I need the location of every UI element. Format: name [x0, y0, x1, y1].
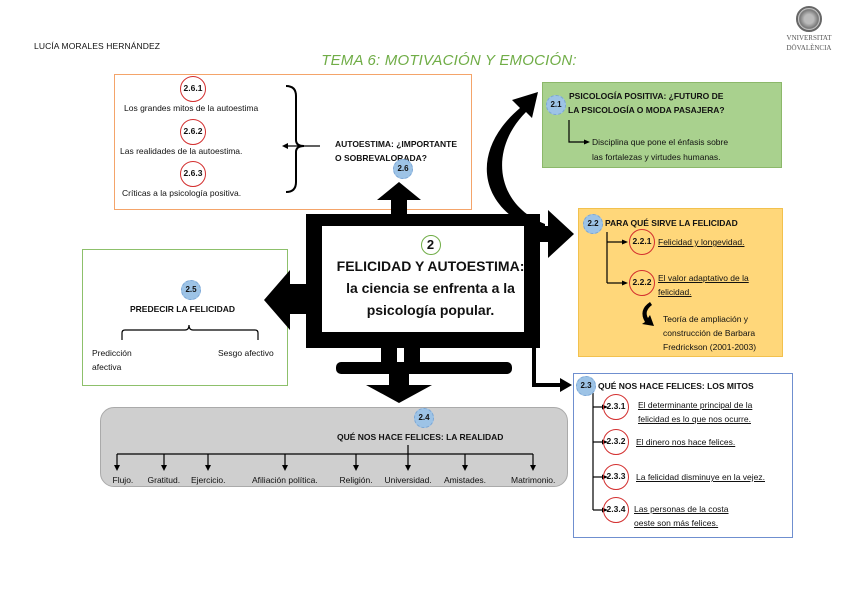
- logo-line1: VNIVERSITAT: [786, 34, 832, 42]
- title-2-1-line2: LA PSICOLOGÍA O MODA PASAJERA?: [568, 105, 725, 115]
- badge-2-2-1: 2.2.1: [629, 229, 655, 255]
- desc-2-1-line1: Disciplina que pone el énfasis sobre: [592, 137, 729, 147]
- university-seal-icon: [796, 6, 822, 32]
- arrow-down-2-4: [366, 374, 432, 403]
- box-autoestima: [114, 74, 472, 210]
- badge-2-4: 2.4: [414, 408, 434, 428]
- badge-2-2-2: 2.2.2: [629, 270, 655, 296]
- tree-2-4-arrowhead: [405, 465, 411, 471]
- box-psicologia-positiva: [542, 82, 782, 168]
- item-2-4: Gratitud.: [147, 475, 181, 485]
- item-2-3-4-line2: oeste son más felices.: [634, 518, 719, 528]
- badge-2-2: 2.2: [583, 214, 603, 234]
- badge-2-5: 2.5: [181, 280, 201, 300]
- item-2-3-3: La felicidad disminuye en la vejez.: [636, 472, 765, 482]
- item-2-3-4-line1: Las personas de la costa: [634, 504, 729, 514]
- right-2-5: Sesgo afectivo: [218, 348, 274, 358]
- arrow-up-2-6: [377, 182, 421, 214]
- arrow-left-2-5: [264, 270, 306, 330]
- curved-note-arrow-2-2: [642, 302, 654, 326]
- monitor-base: [336, 362, 512, 374]
- item-2-2-2-line1: El valor adaptativo de la: [658, 273, 749, 283]
- item-2-2-2-line2: felicidad.: [658, 287, 692, 297]
- box-realidad: [100, 407, 568, 487]
- bracket-2-5: [121, 324, 259, 340]
- badge-2-3-4: 2.3.4: [603, 497, 629, 523]
- item-2-3-2: El dinero nos hace felices.: [636, 437, 736, 447]
- center-line-3: psicología popular.: [366, 302, 495, 318]
- desc-2-1-line2: las fortalezas y virtudes humanas.: [592, 152, 721, 162]
- center-topic: 2 FELICIDAD Y AUTOESTIMA: la ciencia se …: [318, 235, 543, 321]
- logo-line2: DÖVALÈNCIA: [786, 44, 832, 52]
- arrow-head-2-3: [560, 378, 572, 392]
- badge-2-6-2: 2.6.2: [180, 119, 206, 145]
- badge-2-6-1: 2.6.1: [180, 76, 206, 102]
- badge-2-3-2: 2.3.2: [603, 429, 629, 455]
- monitor-neck-2: [404, 348, 420, 362]
- item-2-4: Matrimonio.: [511, 475, 556, 485]
- title-2-5: PREDECIR LA FELICIDAD: [130, 304, 235, 314]
- arrow-curved-2-1: [486, 92, 545, 234]
- item-2-4: Universidad.: [384, 475, 432, 485]
- author-name: LUCÍA MORALES HERNÁNDEZ: [34, 41, 161, 51]
- item-2-4: Afiliación política.: [252, 475, 318, 485]
- item-2-3-1-line2: felicidad es lo que nos ocurre.: [638, 414, 751, 424]
- title-2-6-line1: AUTOESTIMA: ¿IMPORTANTE: [335, 139, 457, 149]
- tree-2-4-arrowhead: [282, 465, 288, 471]
- tree-2-4-arrowhead: [161, 465, 167, 471]
- box-predecir: [82, 249, 288, 386]
- item-2-4: Flujo.: [112, 475, 134, 485]
- badge-2-6: 2.6: [393, 159, 413, 179]
- title-2-2: PARA QUÉ SIRVE LA FELICIDAD: [605, 218, 738, 228]
- item-2-4: Amistades.: [444, 475, 487, 485]
- item-2-3-1-line1: El determinante principal de la: [638, 400, 753, 410]
- monitor-frame: [306, 214, 540, 348]
- tree-2-4-arrowhead: [353, 465, 359, 471]
- item-2-6-3: Críticas a la psicología positiva.: [122, 188, 242, 198]
- monitor-neck: [381, 348, 397, 362]
- bracket-2-6: [285, 85, 305, 193]
- center-line-2: la ciencia se enfrenta a la: [346, 280, 515, 296]
- page-title: TEMA 6: MOTIVACIÓN Y EMOCIÓN:: [321, 52, 577, 69]
- tree-2-4-arrowhead: [114, 465, 120, 471]
- arrow-elbow-2-3: [532, 348, 562, 387]
- badge-2-3-1: 2.3.1: [603, 394, 629, 420]
- title-2-6-line2: O SOBREVALORADA?: [335, 153, 427, 163]
- university-logo: VNIVERSITAT DÖVALÈNCIA: [780, 6, 838, 52]
- item-2-4: Religión.: [339, 475, 373, 485]
- note-2-2-line2: construcción de Barbara: [663, 328, 756, 338]
- arrow-right-2-2: [540, 210, 574, 258]
- note-2-2-line3: Fredrickson (2001-2003): [663, 342, 757, 352]
- badge-2-3-3: 2.3.3: [603, 464, 629, 490]
- item-2-6-1: Los grandes mitos de la autoestima: [124, 103, 259, 113]
- left-2-5-line1: Predicción: [92, 348, 132, 358]
- left-2-5-line2: afectiva: [92, 362, 122, 372]
- badge-2-1: 2.1: [546, 95, 566, 115]
- item-2-2-1: Felicidad y longevidad.: [658, 237, 745, 247]
- item-2-4: Ejercicio.: [191, 475, 226, 485]
- connector-2-1: [568, 120, 584, 143]
- tree-2-4-arrowhead: [205, 465, 211, 471]
- note-2-2-line1: Teoría de ampliación y: [663, 314, 749, 324]
- tree-2-4-arrowhead: [462, 465, 468, 471]
- title-2-4: QUÉ NOS HACE FELICES: LA REALIDAD: [337, 432, 504, 442]
- center-number-badge: 2: [420, 235, 441, 255]
- badge-2-6-3: 2.6.3: [180, 161, 206, 187]
- title-2-1-line1: PSICOLOGÍA POSITIVA: ¿FUTURO DE: [569, 91, 724, 101]
- center-line-1: FELICIDAD Y AUTOESTIMA:: [336, 258, 525, 274]
- item-2-6-2: Las realidades de la autoestima.: [120, 146, 243, 156]
- badge-2-3: 2.3: [576, 376, 596, 396]
- title-2-3: QUÉ NOS HACE FELICES: LOS MITOS: [598, 381, 754, 391]
- tree-2-4-arrowhead: [530, 465, 536, 471]
